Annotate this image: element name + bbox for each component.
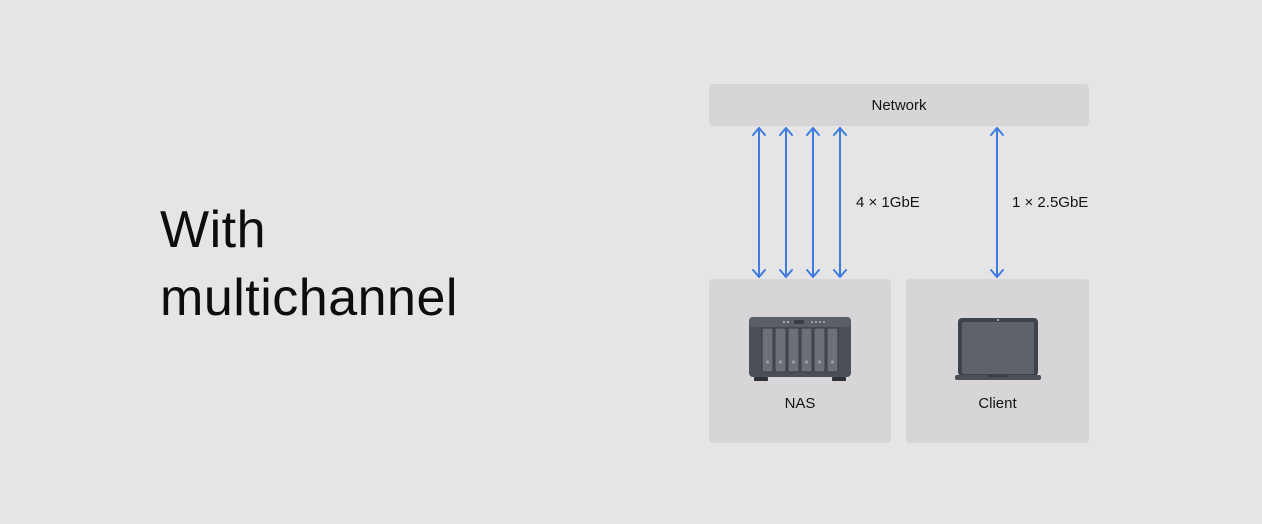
network-label: Network — [871, 96, 927, 114]
network-box: Network — [709, 84, 1089, 126]
nas-label: NAS — [784, 395, 816, 412]
nas-link-arrow-3 — [806, 127, 820, 278]
headline-line-2: multichannel — [160, 269, 458, 327]
laptop-icon — [954, 318, 1041, 380]
client-box: Client — [906, 279, 1089, 443]
headline: With multichannel — [160, 196, 458, 332]
nas-link-label: 4 × 1GbE — [856, 194, 920, 211]
nas-link-arrow-2 — [779, 127, 793, 278]
nas-box: NAS — [709, 279, 891, 443]
nas-device-icon — [749, 317, 851, 381]
client-link-label: 1 × 2.5GbE — [1012, 194, 1089, 211]
client-label: Client — [978, 395, 1017, 412]
nas-link-arrow-4 — [833, 127, 847, 278]
client-link-arrow — [990, 127, 1004, 278]
headline-line-1: With — [160, 201, 266, 259]
nas-link-arrow-1 — [752, 127, 766, 278]
